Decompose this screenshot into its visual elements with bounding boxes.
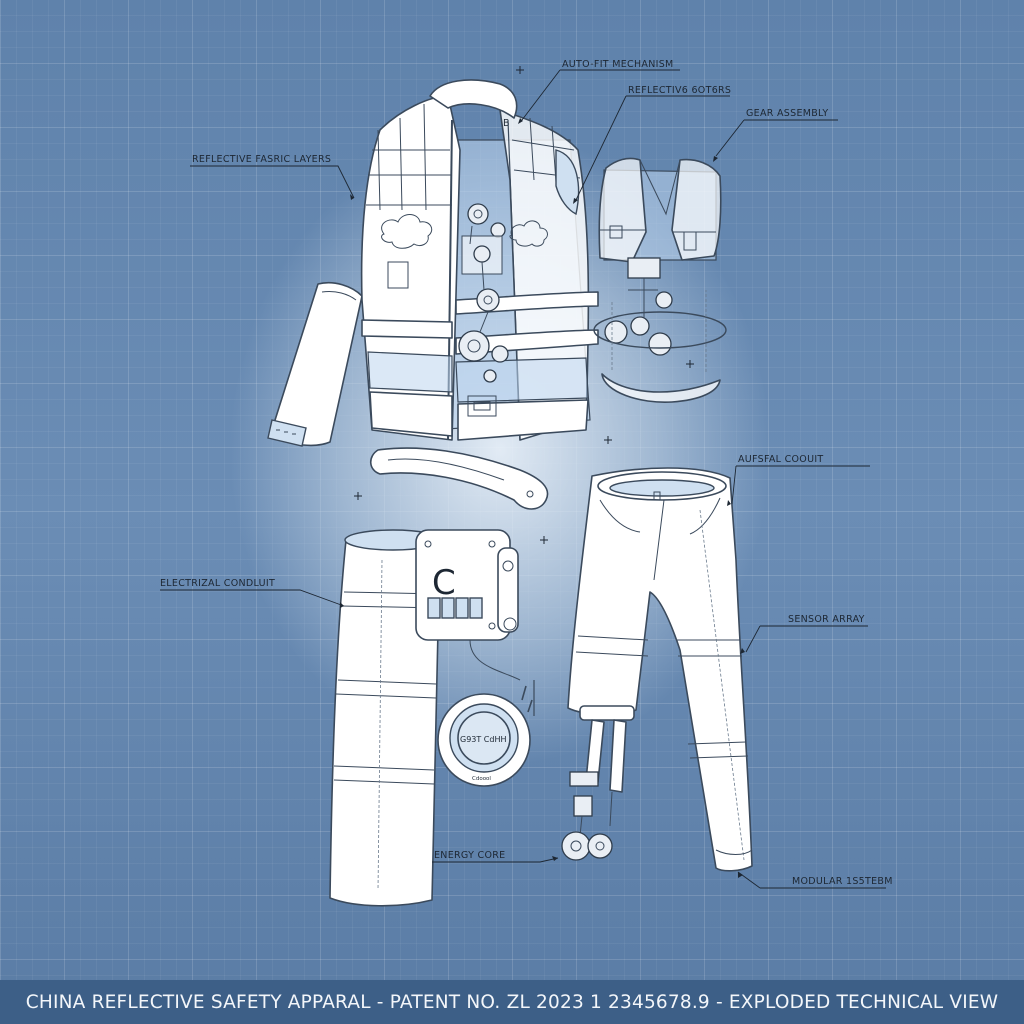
- collar-mark: B: [503, 118, 510, 129]
- vest-gear-mechanism: [458, 203, 509, 383]
- patent-caption: CHINA REFLECTIVE SAFETY APPARAL - PATENT…: [25, 991, 999, 1013]
- registration-marks: [354, 66, 694, 544]
- patent-caption-bar: CHINA REFLECTIVE SAFETY APPARAL - PATENT…: [0, 980, 1024, 1024]
- control-module: C: [415, 529, 521, 681]
- detached-sleeve: [267, 281, 363, 447]
- label-reflective-fabric: REFLECTIVE FASRIC LAYERS: [192, 154, 331, 165]
- label-sensor-array: SENSOR ARRAY: [788, 614, 865, 625]
- label-electrical-conduit: ELECTRIZAL CONDLUIT: [160, 578, 275, 589]
- belt-bracket: [369, 447, 549, 510]
- label-aufsfal-conduit: AUFSFAL COOUIT: [738, 454, 824, 465]
- module-letter: C: [432, 563, 456, 603]
- callout-labels: AUTO-FIT MECHANISM REFLECTIV6 6OT6RS GEA…: [160, 59, 893, 887]
- dial-text: G93T CdHH: [460, 735, 507, 744]
- right-pants: [567, 467, 753, 872]
- label-modular-system: MODULAR 1S5TEBM: [792, 876, 893, 887]
- leader-lines: [160, 69, 886, 889]
- energy-dial: G93T CdHH Cdoool: [437, 680, 535, 787]
- inner-vest-assembly: [593, 157, 727, 403]
- label-auto-fit: AUTO-FIT MECHANISM: [562, 59, 674, 70]
- leg-actuator: [561, 705, 635, 861]
- main-vest: B: [360, 79, 599, 441]
- label-gear-assembly: GEAR ASSEMBLY: [746, 108, 829, 119]
- label-energy-core: ENERGY CORE: [434, 850, 505, 861]
- label-reflective-fibers: REFLECTIV6 6OT6RS: [628, 85, 731, 96]
- dial-sub: Cdoool: [472, 776, 491, 782]
